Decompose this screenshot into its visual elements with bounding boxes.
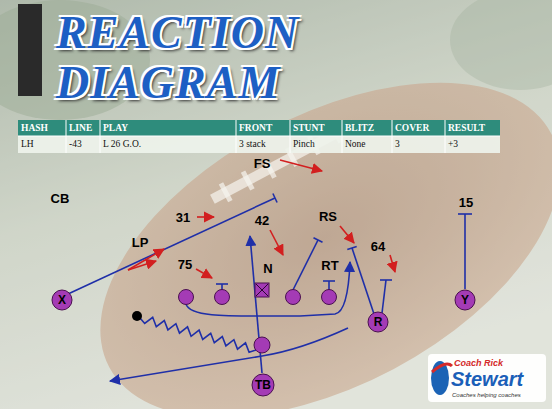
player-letter: Y — [461, 293, 469, 307]
player-label: 64 — [371, 239, 385, 254]
player-circle-shape — [52, 290, 72, 310]
logo-text: Coach Rick — [454, 358, 503, 368]
player-circle: Y — [454, 289, 476, 311]
table-ground — [18, 120, 500, 136]
logo-badge — [428, 354, 546, 402]
offense-routes — [458, 213, 472, 215]
player-circle-shape — [455, 290, 475, 310]
center-symbol — [255, 283, 269, 297]
ball-spot — [132, 311, 142, 321]
logo-badge — [428, 354, 546, 402]
offense-routes — [347, 246, 356, 249]
diagram-title: REACTION DIAGRAM — [56, 8, 356, 108]
player-label: 15 — [459, 195, 473, 210]
table-header-cell: PLAY — [103, 120, 128, 136]
table-header-cell: COVER — [395, 120, 429, 136]
defense-arrows — [128, 249, 164, 270]
offense-routes — [68, 198, 275, 294]
lineman-symbol — [215, 290, 230, 305]
player-label: FS — [254, 156, 271, 171]
lineman-symbol — [322, 290, 337, 305]
offense-routes — [110, 328, 348, 381]
offense-routes — [68, 194, 472, 382]
table-ground — [18, 120, 500, 153]
center-symbol — [256, 284, 268, 296]
logo-badge — [432, 364, 452, 372]
offense-routes — [352, 248, 374, 314]
player-label: 75 — [178, 257, 192, 272]
offense-routes — [380, 279, 392, 281]
table-header-cell: STUNT — [293, 120, 325, 136]
offense-routes — [328, 281, 330, 290]
player-label: 42 — [255, 213, 269, 228]
player-label: RS — [319, 209, 337, 224]
table-cell: -43 — [69, 136, 82, 153]
title-bar — [18, 4, 42, 96]
lineman-symbol — [254, 337, 270, 353]
player-circle: TB — [251, 373, 275, 397]
player-label: N — [263, 261, 272, 276]
defense-arrows — [270, 230, 283, 255]
table-cell: 3 — [395, 136, 400, 153]
table-cell: Pinch — [293, 136, 315, 153]
player-circle: X — [51, 289, 73, 311]
table-ground — [18, 120, 500, 153]
table-header-cell: BLITZ — [345, 120, 374, 136]
table-cell: L 26 G.O. — [103, 136, 141, 153]
player-circle-shape — [368, 312, 388, 332]
offense-routes — [293, 240, 318, 290]
offense-routes — [273, 194, 277, 203]
logo-text: Coaches helping coaches — [452, 392, 521, 399]
player-label: 31 — [176, 210, 190, 225]
table-cell: +3 — [448, 136, 458, 153]
defense-arrows — [280, 160, 322, 171]
player-circle: R — [367, 311, 389, 333]
player-label: RT — [321, 258, 338, 273]
player-label: CB — [51, 191, 70, 206]
table-cell: 3 stack — [239, 136, 266, 153]
table-ground — [18, 136, 500, 153]
offense-routes — [464, 214, 466, 289]
player-label: LP — [132, 235, 149, 250]
offense-routes — [382, 280, 386, 313]
defense-arrows — [128, 160, 395, 278]
table-cell: LH — [21, 136, 34, 153]
offense-routes — [140, 317, 256, 352]
table-cell: None — [345, 136, 366, 153]
player-letter: R — [374, 315, 383, 329]
defense-arrows — [340, 226, 354, 243]
defense-arrows — [197, 216, 214, 218]
player-letter: X — [58, 293, 66, 307]
table-header-cell: LINE — [69, 120, 92, 136]
table-header-cell: HASH — [21, 120, 48, 136]
lineman-symbol — [179, 290, 337, 354]
table-header-cell: RESULT — [448, 120, 485, 136]
player-circle-shape — [252, 374, 274, 396]
center-symbol — [255, 283, 269, 297]
player-letter: TB — [255, 378, 271, 392]
lineman-symbol — [179, 290, 194, 305]
defense-arrows — [196, 269, 212, 278]
offense-routes — [216, 283, 228, 285]
table-header-cell: FRONT — [239, 120, 272, 136]
offense-routes — [323, 280, 335, 282]
lineman-symbol — [286, 290, 301, 305]
offense-routes — [314, 238, 323, 242]
logo-text: Stewart — [451, 368, 523, 390]
defense-arrows — [390, 255, 395, 272]
